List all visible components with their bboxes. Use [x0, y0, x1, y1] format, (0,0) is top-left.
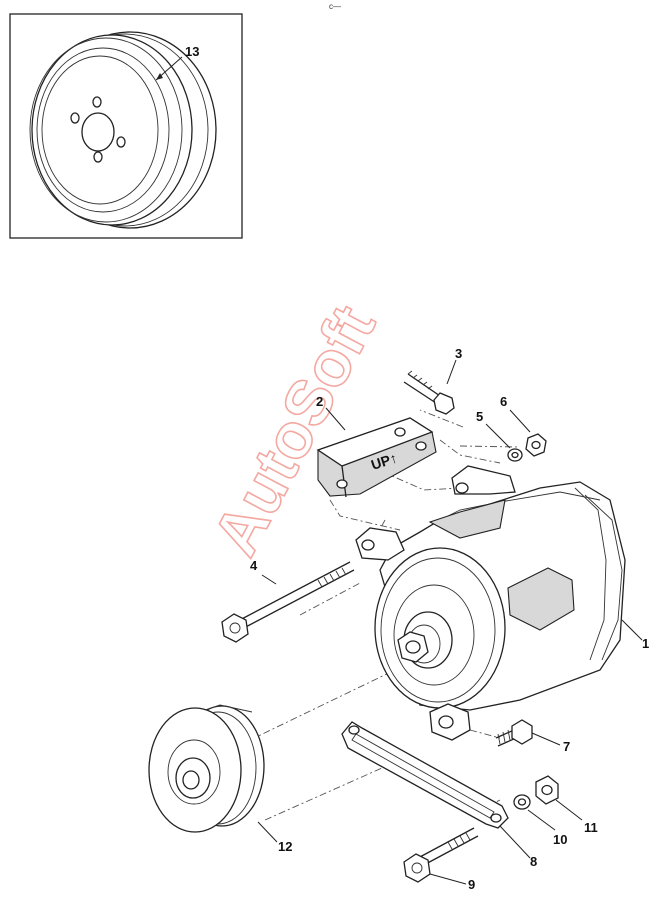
callout-8: 8 [530, 854, 537, 869]
top-mark: c— [329, 2, 341, 11]
callout-6: 6 [500, 394, 507, 409]
callout-10: 10 [553, 832, 567, 847]
callout-5: 5 [476, 409, 483, 424]
callout-11: 11 [584, 820, 598, 835]
nut-11: 11 [535, 775, 598, 835]
callout-12: 12 [278, 839, 292, 854]
callout-1: 1 [642, 636, 649, 651]
inset-pulley-13: 13 [9, 13, 243, 239]
washer-5: 5 [476, 409, 523, 462]
mounting-bracket: UP↑ 2 [316, 394, 437, 498]
bolt-3: 3 [403, 346, 462, 415]
bolt-7: 7 [495, 719, 570, 754]
callout-4: 4 [250, 558, 258, 573]
callout-3: 3 [455, 346, 462, 361]
alternator: 1 [355, 465, 649, 741]
bracket-up-mark: UP↑ [369, 449, 399, 472]
callout-9: 9 [468, 877, 475, 892]
watermark-text: AutoSoft [199, 294, 389, 566]
callout-13: 13 [185, 44, 199, 59]
nut-6: 6 [500, 394, 547, 457]
pulley-12: 12 [148, 704, 292, 854]
washer-10: 10 [513, 794, 567, 847]
adjusting-strap: 8 [341, 721, 537, 869]
bolt-4: 4 [221, 558, 355, 643]
bolt-9: 9 [403, 827, 479, 892]
callout-7: 7 [563, 739, 570, 754]
callout-2: 2 [316, 394, 323, 409]
